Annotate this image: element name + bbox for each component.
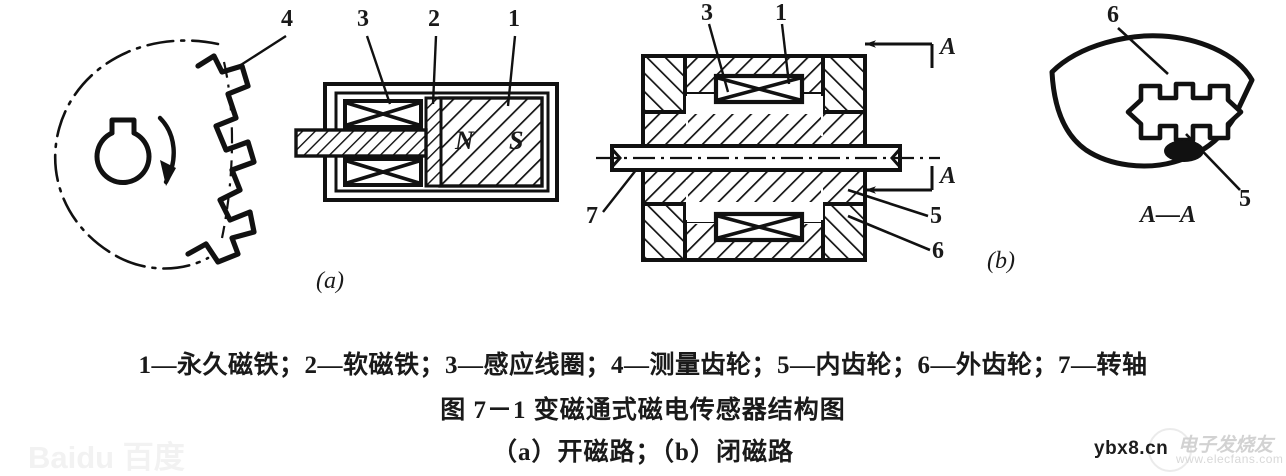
shaft-left-end	[610, 148, 623, 168]
gear-teeth	[185, 53, 257, 265]
panel-a-sensor	[294, 35, 559, 202]
induction-coil-upper	[343, 99, 423, 129]
callout-6b: 6	[932, 238, 944, 264]
gear-pitch-arc	[53, 39, 220, 260]
callout-6aa: 6	[1107, 2, 1119, 28]
soft-iron-plate	[424, 96, 443, 188]
panel-a-sublabel: (a)	[316, 268, 344, 294]
leader-4	[232, 34, 287, 72]
section-label-lower: A	[940, 163, 957, 189]
panel-aa-section	[1049, 27, 1255, 191]
gear-pitch-arc-lower	[118, 256, 210, 270]
leader-1a	[506, 35, 517, 107]
inner-gear-top-bar	[641, 110, 867, 148]
inner-gear-section	[1125, 81, 1244, 143]
figure-caption-main: 图 7－1 变磁通式磁电传感器结构图	[440, 397, 846, 424]
permanent-magnet-block	[438, 96, 544, 188]
figure-legend: 1—永久磁铁；2—软磁铁；3—感应线圈；4—测量齿轮；5—内齿轮；6—外齿轮；7…	[138, 352, 1148, 379]
callout-7b: 7	[586, 203, 598, 229]
ybx-watermark: ybx8.cn	[1094, 438, 1169, 459]
magnet-pole-north: N	[455, 126, 474, 155]
inner-gear-bottom-bar	[641, 168, 867, 206]
leader-1b	[780, 23, 791, 85]
rotation-arrow-head	[160, 160, 176, 186]
gear-hub	[94, 117, 152, 186]
leader-3a	[365, 35, 392, 105]
gear-root-arc	[220, 61, 234, 239]
leader-2a	[431, 35, 438, 105]
callout-3b: 3	[701, 0, 713, 26]
leader-5aa	[1185, 133, 1241, 191]
leader-6b	[847, 214, 931, 252]
section-mark-lower	[865, 166, 934, 194]
callout-3a: 3	[357, 6, 369, 32]
baidu-watermark: Baidu 百度	[28, 440, 185, 475]
panel-a-gear	[53, 34, 287, 270]
leader-6aa	[1117, 27, 1169, 75]
section-label-upper: A	[940, 34, 957, 60]
callout-5b: 5	[930, 203, 942, 229]
callout-1a: 1	[508, 6, 520, 32]
elecfans-logo-circle	[1148, 428, 1192, 472]
core-rod	[294, 128, 428, 158]
callout-5aa: 5	[1239, 186, 1251, 212]
callout-4a: 4	[281, 6, 293, 32]
leader-7b	[602, 169, 637, 213]
induction-coil-b-lower	[713, 211, 805, 243]
callout-2a: 2	[428, 6, 440, 32]
panel-b-sublabel: (b)	[987, 248, 1015, 274]
section-mark-upper	[865, 40, 934, 68]
elecfans-watermark: 电子发烧友	[1178, 435, 1274, 456]
callout-1b: 1	[775, 0, 787, 26]
panel-aa-title: A—A	[1140, 202, 1197, 228]
panel-b-assembly	[596, 23, 940, 262]
induction-coil-lower	[343, 157, 423, 187]
leader-3b	[707, 23, 730, 93]
shaft-right-end	[889, 148, 902, 168]
magnet-pole-south: S	[509, 126, 524, 155]
leader-5b	[847, 188, 929, 218]
figure-caption-sub: （a）开磁路；（b）闭磁路	[492, 439, 794, 466]
shaft-section-blob	[1164, 140, 1204, 162]
elecfans-url-watermark: www.elecfans.com	[1176, 452, 1284, 466]
